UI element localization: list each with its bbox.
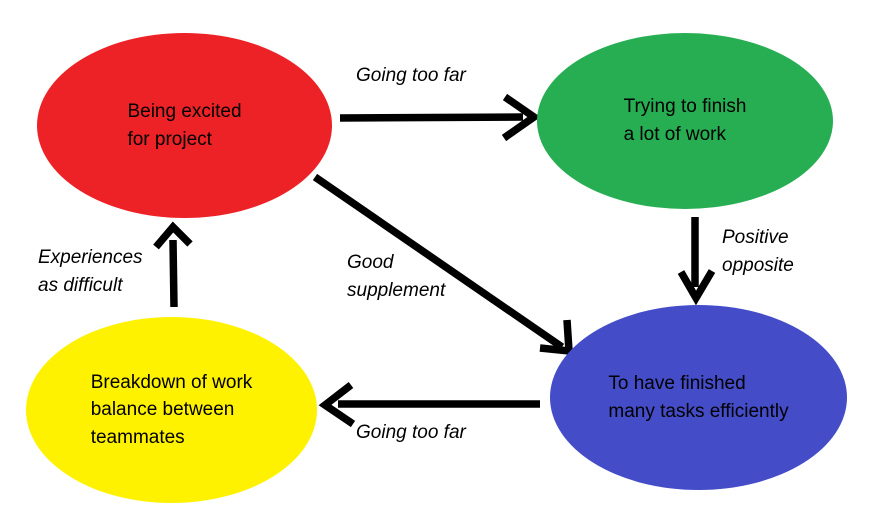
node-breakdown-balance: Breakdown of work balance between teamma… — [26, 317, 317, 503]
edge-label-experiences-as-difficult: Experiences as difficult — [38, 247, 143, 296]
node-being-excited: Being excited for project — [37, 33, 332, 218]
edge-label-going-too-far-top: Going too far — [356, 65, 466, 86]
node-breakdown-balance-label: Breakdown of work balance between teamma… — [90, 371, 253, 448]
arrow-breakdown-to-excited — [153, 221, 193, 308]
node-finished-tasks: To have finished many tasks efficiently — [550, 305, 847, 490]
node-trying-to-finish: Trying to finish a lot of work — [537, 33, 833, 209]
edge-label-going-too-far-bottom: Going too far — [356, 422, 466, 443]
node-finished-tasks-label: To have finished many tasks efficiently — [608, 372, 789, 422]
edge-label-good-supplement: Good supplement — [347, 252, 446, 301]
node-being-excited-label: Being excited for project — [127, 100, 242, 150]
edge-label-positive-opposite: Positive opposite — [722, 227, 794, 276]
arrow-finished-to-breakdown — [318, 382, 540, 428]
arrow-trying-to-finished — [677, 217, 716, 306]
arrow-excited-to-trying — [339, 93, 541, 142]
node-trying-to-finish-label: Trying to finish a lot of work — [623, 96, 747, 145]
